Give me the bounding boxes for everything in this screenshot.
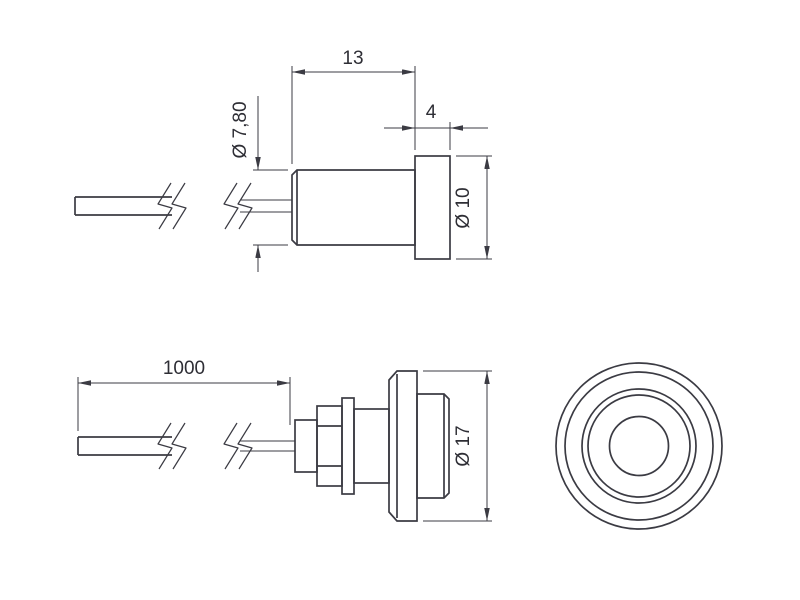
body-outline — [291, 169, 416, 246]
front-center-circle — [608, 415, 670, 477]
dimension-cable-length: 1000 — [77, 358, 291, 431]
dimension-flange-diameter: Ø 10 — [453, 155, 492, 260]
break-line — [157, 422, 173, 470]
break-line — [223, 422, 239, 470]
dimension-body-length: 13 — [291, 48, 416, 164]
dim-label-bezel-diameter: Ø 17 — [453, 425, 474, 466]
bezel-flange — [388, 370, 418, 522]
break-line — [157, 182, 173, 230]
dimension-flange-length: 4 — [384, 102, 488, 150]
rear-sleeve — [294, 419, 318, 473]
mounting-hardware — [294, 397, 390, 495]
front-ring-outer-circle — [581, 388, 697, 504]
dimension-bezel-diameter: Ø 17 — [423, 370, 492, 522]
threaded-body — [353, 408, 390, 484]
cable-break-marks — [157, 422, 253, 470]
hex-nut — [316, 405, 343, 487]
dim-label-flange-diameter: Ø 10 — [453, 187, 474, 228]
front-outer-circle — [555, 362, 723, 530]
lead-wires — [240, 199, 292, 213]
cable — [77, 436, 172, 456]
break-line — [237, 182, 253, 230]
dimension-body-diameter: Ø 7,80 — [230, 96, 288, 272]
flange-outline — [414, 155, 451, 260]
cable-break-marks — [157, 182, 253, 230]
dim-label-body-diameter: Ø 7,80 — [230, 101, 251, 158]
washer — [341, 397, 355, 495]
component-body — [291, 155, 451, 260]
dim-label-body-length: 13 — [342, 48, 363, 69]
break-line — [237, 422, 253, 470]
lead-wires — [240, 440, 295, 452]
front-view — [555, 362, 723, 530]
dim-label-flange-length: 4 — [426, 102, 437, 123]
dim-label-cable-length: 1000 — [163, 358, 205, 379]
detail-side-view: 13 4 Ø 7,80 Ø 10 — [74, 48, 492, 272]
assembly-side-view: 1000 Ø 17 — [77, 358, 492, 522]
front-bezel-circle — [564, 371, 714, 521]
break-line — [171, 182, 187, 230]
break-line — [171, 422, 187, 470]
cable — [74, 196, 172, 216]
bezel — [388, 370, 450, 522]
break-line — [223, 182, 239, 230]
front-ring-inner-circle — [587, 394, 691, 498]
